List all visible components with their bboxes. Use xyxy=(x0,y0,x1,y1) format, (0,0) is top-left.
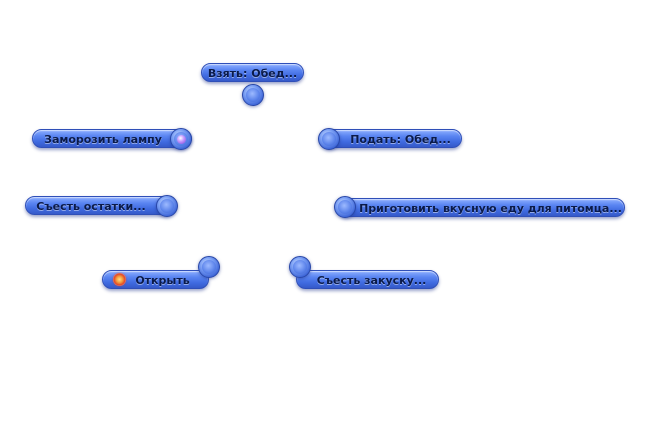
orange-ring-icon xyxy=(113,273,126,286)
orb-knob-icon xyxy=(242,84,264,106)
orb-knob-icon xyxy=(198,256,220,278)
open-button[interactable]: Открыть xyxy=(102,270,209,289)
cook-pet-food-label: Приготовить вкусную еду для питомца... xyxy=(359,202,622,215)
eat-snack-label: Съесть закуску... xyxy=(316,274,427,287)
eat-leftovers-label: Съесть остатки... xyxy=(36,200,146,213)
eat-leftovers-button[interactable]: Съесть остатки... xyxy=(25,196,175,215)
eat-snack-button[interactable]: Съесть закуску... xyxy=(296,270,439,289)
cook-pet-food-button[interactable]: Приготовить вкусную еду для питомца... xyxy=(338,198,625,217)
freeze-lamp-button[interactable]: Заморозить лампу xyxy=(32,129,192,148)
take-lunch-label: Взять: Обед... xyxy=(207,67,298,80)
violet-gem-icon xyxy=(170,128,192,150)
orb-knob-icon xyxy=(156,195,178,217)
open-label: Открыть xyxy=(135,274,190,287)
serve-lunch-button[interactable]: Подать: Обед... xyxy=(321,129,462,148)
freeze-lamp-label: Заморозить лампу xyxy=(44,133,162,146)
orb-knob-icon xyxy=(289,256,311,278)
take-lunch-button[interactable]: Взять: Обед... xyxy=(201,63,304,82)
orb-knob-icon xyxy=(334,196,356,218)
serve-lunch-label: Подать: Обед... xyxy=(350,133,451,146)
orb-knob-icon xyxy=(318,128,340,150)
